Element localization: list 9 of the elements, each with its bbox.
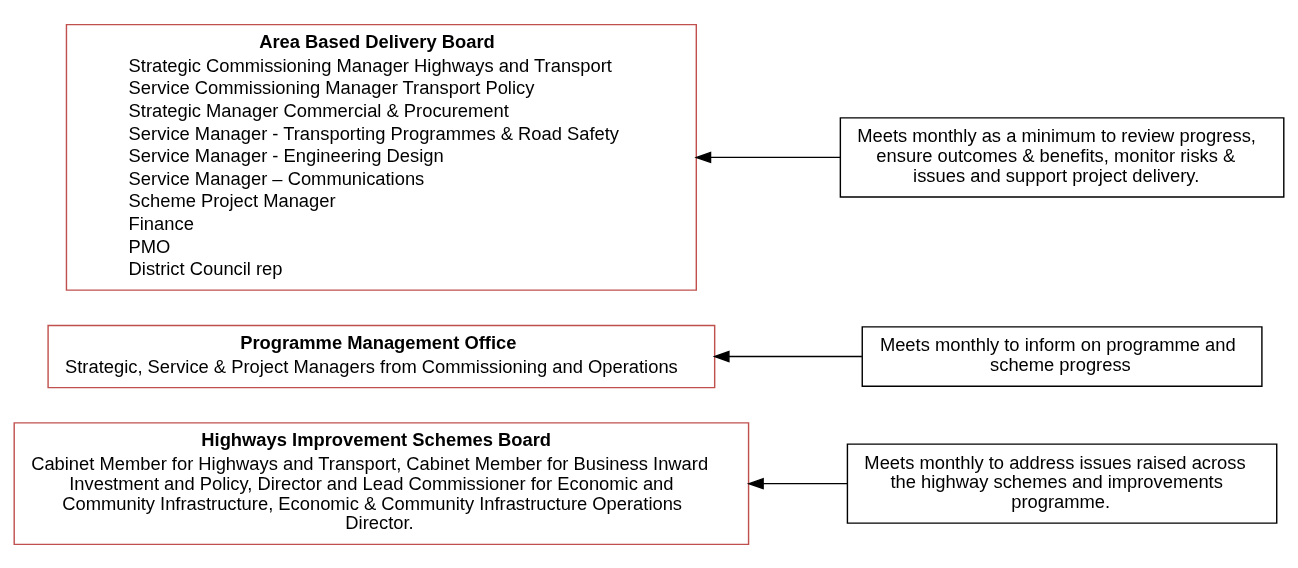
arrow	[694, 150, 841, 163]
node-box: Programme Management Office Strategic, Service & Project Managers from Commissioning and Operations	[47, 324, 716, 388]
node-box: Highways Improvement Schemes Board Cabinet Member for Highways and Transport, Cabinet Member for Business Inward Investment and Policy, Director and Lead Commissioner for Economic and Community Infrastructure, Economic & Community Infrastructure Operations Director.	[13, 421, 750, 545]
node-box: Meets monthly to address issues raised across the highway schemes and improvements programme.	[846, 442, 1278, 524]
node-box: Meets monthly to inform on programme and scheme progress	[861, 325, 1263, 387]
node-box: Area Based Delivery Board Strategic Commissioning Manager Highways and Transport Service Commissioning Manager Transport Policy Strategic Manager Commercial & Procurement Service Manager - Transporting Programmes & Road Safety Service Manager - Engineering Design Service Manager – Communications Scheme Project Manager Finance PMO District Council rep	[65, 23, 697, 291]
node-box: Meets monthly as a minimum to review progress, ensure outcomes & benefits, monitor risks & issues and support project delivery.	[839, 116, 1285, 198]
arrow	[712, 350, 863, 362]
arrow	[746, 477, 849, 490]
